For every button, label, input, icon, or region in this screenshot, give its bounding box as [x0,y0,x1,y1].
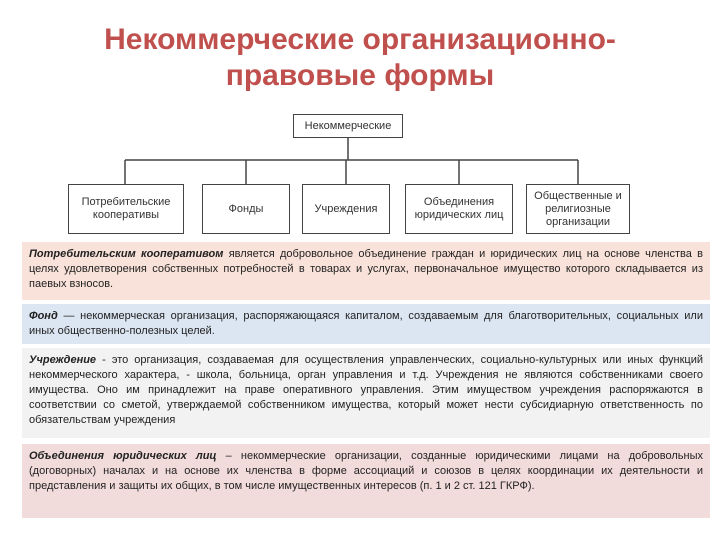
diagram-child-label: Фонды [228,202,264,215]
definition-panel-association: Объединения юридических лиц – некоммерче… [22,444,710,518]
definition-panel-fund: Фонд — некоммерческая организация, распо… [22,304,710,344]
definition-text: является добровольное объединение гражда… [29,248,703,290]
diagram-child-label: Общественные и религиозные организации [534,189,622,228]
definition-panel-institution: Учреждение - это организация, создаваема… [22,348,710,438]
diagram-child-label: Объединения юридических лиц [414,196,504,221]
diagram-child-label: Учреждения [314,202,378,215]
definition-text: – некоммерческие организации, созданные … [29,450,703,492]
definition-term: Фонд [29,310,58,322]
page-title: Некоммерческие организационно- правовые … [0,22,720,94]
definition-term: Учреждение [29,354,97,366]
title-line-1: Некоммерческие организационно- [104,23,616,56]
diagram-child-box: Объединения юридических лиц [405,184,513,234]
diagram-child-box: Общественные и религиозные организации [526,184,630,234]
definition-text: - это организация, создаваемая для осуще… [29,354,703,426]
diagram-child-box: Потребительские кооперативы [68,184,184,234]
definition-panel-cooperative: Потребительским кооперативом является до… [22,242,710,300]
title-line-2: правовые формы [225,59,495,92]
definition-term: Объединения юридических лиц [29,450,217,462]
diagram-child-box: Учреждения [302,184,390,234]
diagram-root-label: Некоммерческие [304,119,392,132]
diagram-root-box: Некоммерческие [293,114,403,138]
diagram-child-box: Фонды [202,184,290,234]
definition-term: Потребительским кооперативом [29,248,224,260]
definition-text: — некоммерческая организация, распоряжаю… [29,310,703,337]
diagram-child-label: Потребительские кооперативы [81,196,171,221]
